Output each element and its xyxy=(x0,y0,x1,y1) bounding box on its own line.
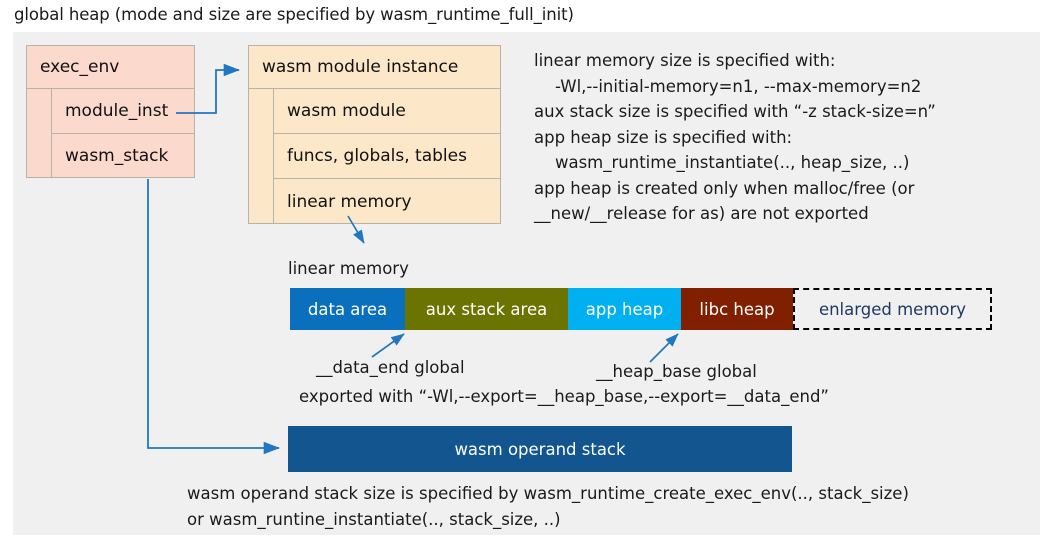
exec-env-gutter xyxy=(27,89,52,178)
field-linear-memory: linear memory xyxy=(287,191,412,212)
exec-env-box: exec_env module_inst wasm_stack xyxy=(26,45,195,178)
annotation-heap-base: __heap_base global xyxy=(596,362,757,381)
operand-stack-notes: wasm operand stack size is specified by … xyxy=(187,484,909,529)
linear-memory-caption: linear memory xyxy=(288,259,409,278)
field-funcs-globals-tables: funcs, globals, tables xyxy=(274,134,500,179)
annotation-data-end: __data_end global xyxy=(316,358,465,377)
linear-memory-bar: data area aux stack area app heap libc h… xyxy=(290,288,992,330)
segment-aux-stack-area: aux stack area xyxy=(405,288,568,330)
annotation-exported: exported with “-Wl,--export=__heap_base,… xyxy=(299,387,829,406)
segment-data-area: data area xyxy=(290,288,405,330)
exec-env-body: module_inst wasm_stack xyxy=(27,89,194,178)
wasm-operand-stack-bar: wasm operand stack xyxy=(288,426,792,472)
segment-app-heap: app heap xyxy=(568,288,681,330)
page-title: global heap (mode and size are specified… xyxy=(14,5,574,24)
segment-libc-heap: libc heap xyxy=(681,288,793,330)
memory-config-notes: linear memory size is specified with: -W… xyxy=(534,51,936,223)
segment-enlarged-memory: enlarged memory xyxy=(793,288,992,330)
wasm-module-instance-box: wasm module instance wasm module funcs, … xyxy=(248,45,501,224)
wasm-module-instance-rows: wasm module funcs, globals, tables linea… xyxy=(274,89,500,224)
field-wasm-module: wasm module xyxy=(274,89,500,134)
wasm-module-instance-body: wasm module funcs, globals, tables linea… xyxy=(249,89,500,224)
exec-env-field-module-inst: module_inst xyxy=(52,89,194,134)
wasm-module-instance-header: wasm module instance xyxy=(249,46,500,89)
exec-env-field-wasm-stack: wasm_stack xyxy=(65,146,169,166)
exec-env-rows: module_inst wasm_stack xyxy=(52,89,194,178)
exec-env-header: exec_env xyxy=(27,46,194,89)
wasm-module-instance-gutter xyxy=(249,89,274,224)
